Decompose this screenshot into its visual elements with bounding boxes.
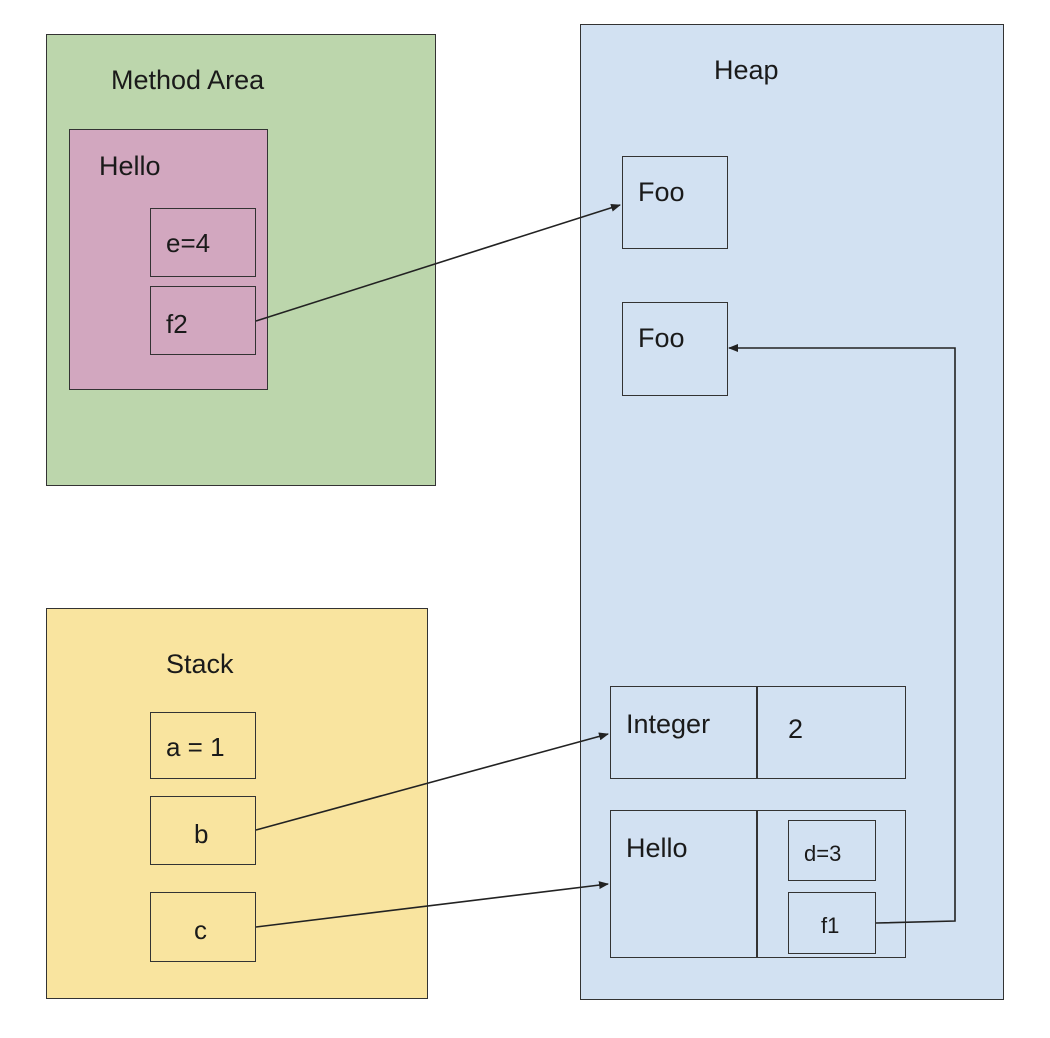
method-area-hello-title: Hello — [99, 151, 161, 181]
stack-variable-a-label: a = 1 — [166, 732, 225, 762]
instance-field-f1: f1 — [788, 892, 876, 954]
static-field-e-label: e=4 — [166, 228, 211, 258]
heap-integer-type-label: Integer — [626, 709, 711, 739]
stack-variable-c: c — [150, 892, 256, 962]
stack-variable-c-label: c — [194, 915, 207, 945]
stack-title: Stack — [166, 649, 234, 679]
instance-field-f1-label: f1 — [821, 913, 840, 938]
heap-foo-object-lower: Foo — [622, 302, 728, 396]
stack-variable-b-label: b — [194, 819, 209, 849]
heap-foo-upper-label: Foo — [638, 177, 685, 207]
method-area-title: Method Area — [111, 65, 265, 95]
instance-field-d: d=3 — [788, 820, 876, 881]
static-field-e: e=4 — [150, 208, 256, 277]
heap-integer-object: Integer 2 — [610, 686, 906, 779]
heap-integer-divider — [756, 687, 758, 778]
heap-hello-type-label: Hello — [626, 833, 688, 863]
stack-variable-b: b — [150, 796, 256, 865]
method-area-hello-class: Hello — [69, 129, 268, 390]
heap-title: Heap — [714, 55, 779, 85]
static-field-f2: f2 — [150, 286, 256, 355]
stack-variable-a: a = 1 — [150, 712, 256, 779]
heap-foo-object-upper: Foo — [622, 156, 728, 249]
instance-field-d-label: d=3 — [804, 841, 842, 866]
static-field-f2-label: f2 — [166, 309, 188, 339]
heap-integer-value-label: 2 — [788, 714, 804, 744]
heap-foo-lower-label: Foo — [638, 323, 685, 353]
heap-hello-divider — [756, 811, 758, 957]
